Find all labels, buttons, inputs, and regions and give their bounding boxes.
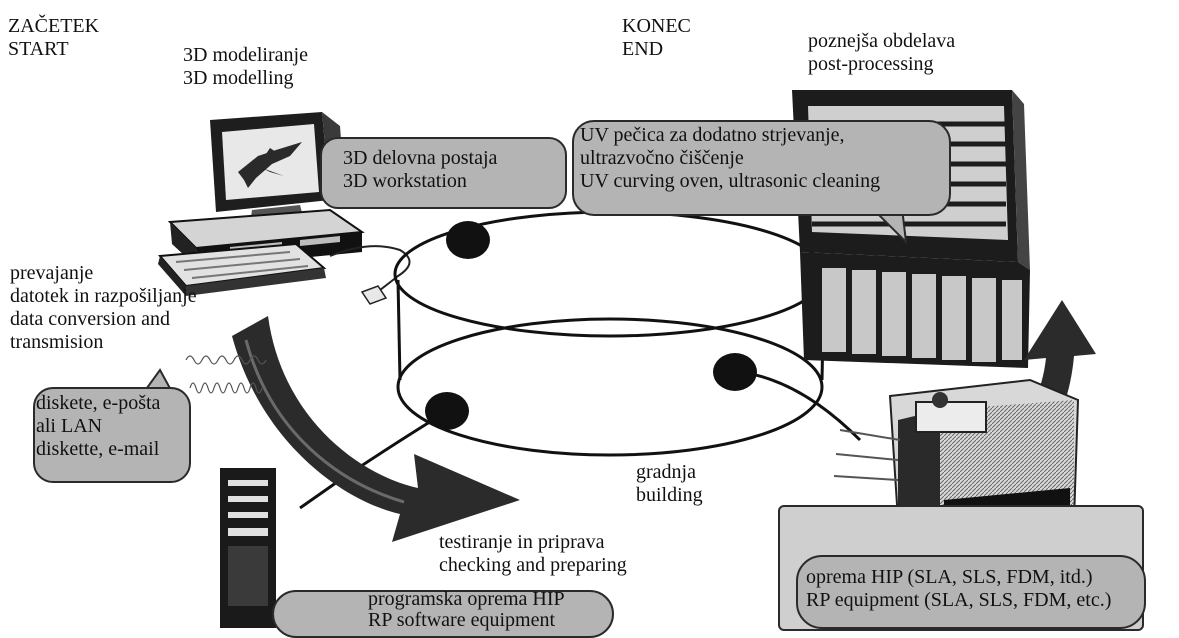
transfer-arrow-icon xyxy=(232,316,520,542)
post-processing-arrow-icon xyxy=(946,300,1096,514)
uv-oven-bubble xyxy=(572,120,951,216)
software-bubble xyxy=(272,590,614,638)
equipment-bubble xyxy=(796,555,1146,629)
software-server-icon xyxy=(220,468,276,628)
uv-oven-label: UV pečica za dodatno strjevanje,ultrazvo… xyxy=(580,124,881,192)
equipment-label: oprema HIP (SLA, SLS, FDM, itd.)RP equip… xyxy=(806,566,1112,611)
cycle-node-checking xyxy=(425,392,469,430)
cycle-node-building xyxy=(713,353,757,391)
computer-workstation-icon xyxy=(157,112,411,305)
media-bubble xyxy=(33,387,191,483)
data-transmission-wave-icon xyxy=(185,355,267,394)
cycle-node-workstation xyxy=(446,221,490,259)
workstation-bubble xyxy=(320,137,567,209)
